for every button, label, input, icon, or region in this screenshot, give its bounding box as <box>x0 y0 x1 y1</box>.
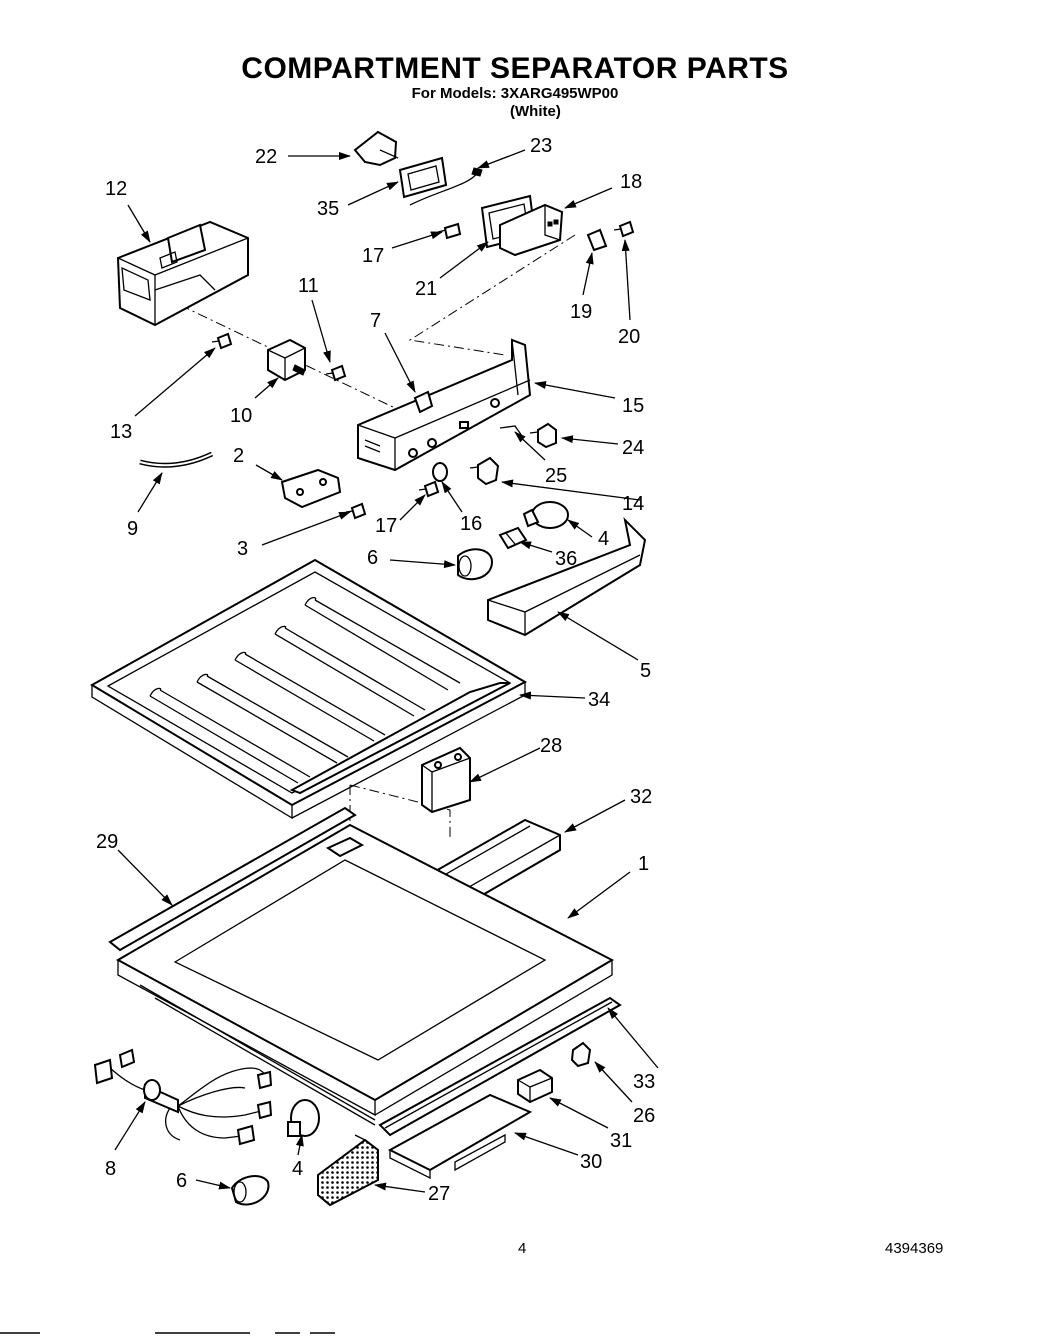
callout-27: 27 <box>428 1183 450 1205</box>
callout-2: 2 <box>233 445 244 467</box>
callout-30: 30 <box>580 1151 602 1173</box>
callout-17: 17 <box>375 515 397 537</box>
callout-6: 6 <box>367 547 378 569</box>
callout-15: 15 <box>622 395 644 417</box>
callout-23: 23 <box>530 135 552 157</box>
callout-4: 4 <box>292 1158 303 1180</box>
callout-31: 31 <box>610 1130 632 1152</box>
part-screw-17-mid <box>418 480 440 498</box>
callout-leaders <box>114 149 659 1193</box>
part-gasket-35 <box>398 156 448 199</box>
callout-5: 5 <box>640 660 651 682</box>
part-rail-33 <box>378 996 622 1137</box>
callout-20: 20 <box>618 326 640 348</box>
callout-7: 7 <box>370 310 381 332</box>
callout-1: 1 <box>638 853 649 875</box>
part-evaporator-plate-34 <box>90 558 528 820</box>
callout-33: 33 <box>633 1071 655 1093</box>
callout-21: 21 <box>415 278 437 300</box>
part-screw-11 <box>325 364 347 382</box>
callout-14: 14 <box>622 493 644 515</box>
part-control-box-12 <box>116 220 249 327</box>
assembly-guide-lines <box>179 234 576 840</box>
part-socket-19 <box>586 228 608 252</box>
callout-6: 6 <box>176 1170 187 1192</box>
callout-10: 10 <box>230 405 252 427</box>
page-title: COMPARTMENT SEPARATOR PARTS <box>241 52 789 85</box>
part-screw-3 <box>345 502 367 520</box>
part-wire-harness-8 <box>93 1048 273 1146</box>
part-bulb-4-upper <box>522 501 569 529</box>
callout-26: 26 <box>633 1105 655 1127</box>
callout-18: 18 <box>620 171 642 193</box>
part-clip-7 <box>413 390 434 414</box>
callout-labels: 22 23 35 18 12 17 21 19 20 11 7 15 13 10… <box>96 135 655 1205</box>
part-trim-5 <box>487 516 647 637</box>
models-subtitle: For Models: 3XARG495WP00 <box>411 85 619 102</box>
part-bracket-2 <box>280 468 342 509</box>
callout-25: 25 <box>545 465 567 487</box>
callout-11: 11 <box>298 275 319 297</box>
callout-34: 34 <box>588 689 610 711</box>
part-socket-housing-18 <box>480 194 564 257</box>
callout-8: 8 <box>105 1158 116 1180</box>
callout-28: 28 <box>540 735 562 757</box>
callout-22: 22 <box>255 146 277 168</box>
callout-19: 19 <box>570 301 592 323</box>
part-screw-20 <box>613 220 635 238</box>
part-lens-6-lower <box>230 1175 270 1206</box>
part-cap-16 <box>432 462 448 482</box>
callout-32: 32 <box>630 786 652 808</box>
part-wire-23 <box>409 167 483 206</box>
part-grille-27 <box>317 1134 379 1207</box>
callout-29: 29 <box>96 831 118 853</box>
part-screw-17-top <box>437 222 462 240</box>
part-screw-13 <box>211 332 233 350</box>
callout-4: 4 <box>598 528 609 550</box>
part-bulb-4-lower <box>287 1099 320 1137</box>
part-clip-26 <box>570 1041 592 1068</box>
part-trim-29 <box>108 806 357 952</box>
part-control-housing-15 <box>357 338 532 472</box>
callout-3: 3 <box>237 538 248 560</box>
part-lens-6-upper <box>457 548 494 581</box>
part-thermostat-24 <box>529 422 557 449</box>
part-socket-36 <box>498 526 528 550</box>
part-bracket-28 <box>421 746 471 814</box>
part-insulation-30 <box>387 1093 533 1180</box>
part-light-shield-22 <box>353 130 399 167</box>
callout-17: 17 <box>362 245 384 267</box>
part-clip-25 <box>499 425 523 437</box>
callout-16: 16 <box>460 513 482 535</box>
callout-13: 13 <box>110 421 132 443</box>
callout-24: 24 <box>622 437 644 459</box>
part-wire-9 <box>139 451 214 468</box>
callout-36: 36 <box>555 548 577 570</box>
part-thermostat-14 <box>469 456 500 486</box>
document-number: 4394369 <box>885 1240 944 1257</box>
callout-9: 9 <box>127 518 138 540</box>
callout-35: 35 <box>317 198 339 220</box>
color-subtitle: (White) <box>510 103 561 120</box>
part-switch-31 <box>517 1068 553 1104</box>
part-separator-panel-1 <box>115 823 615 1126</box>
page-number: 4 <box>518 1240 527 1257</box>
callout-12: 12 <box>105 178 127 200</box>
part-switch-10 <box>267 338 306 382</box>
